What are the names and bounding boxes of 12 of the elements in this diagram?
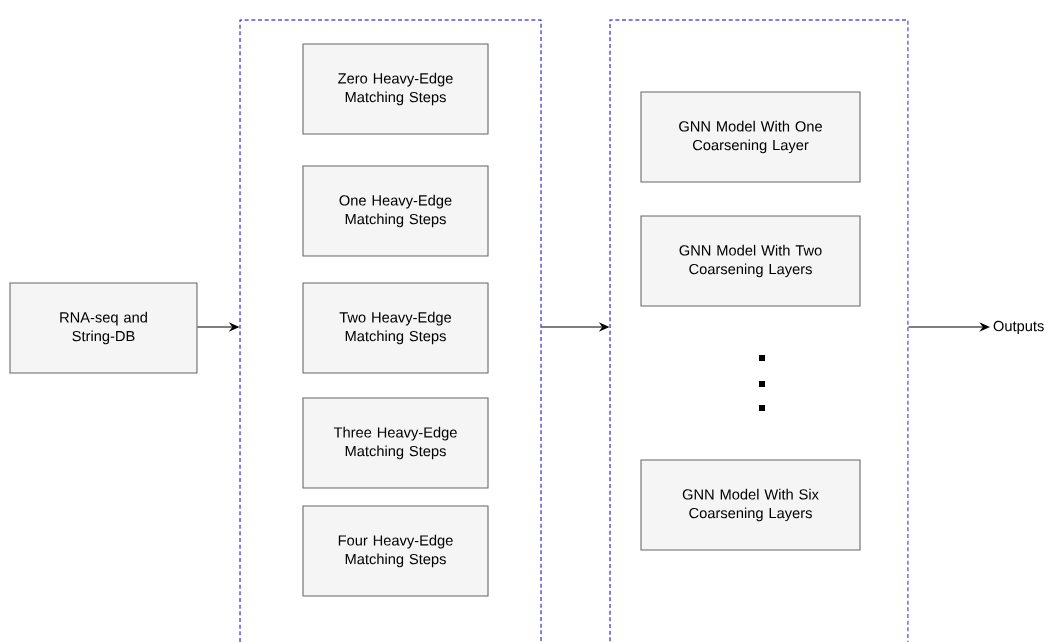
output-label: Outputs — [993, 320, 1044, 335]
process-box: GNN Model With Two Coarsening Layers — [640, 215, 861, 307]
dashed-group-frame — [609, 19, 909, 642]
process-box: GNN Model With Six Coarsening Layers — [640, 459, 861, 551]
process-box: One Heavy-Edge Matching Steps — [302, 165, 489, 257]
process-box: Zero Heavy-Edge Matching Steps — [302, 43, 489, 135]
process-box: GNN Model With One Coarsening Layer — [640, 91, 861, 183]
process-box: Three Heavy-Edge Matching Steps — [302, 397, 489, 489]
process-box: Two Heavy-Edge Matching Steps — [302, 282, 489, 374]
process-box: Four Heavy-Edge Matching Steps — [302, 505, 489, 597]
input-box: RNA-seq and String-DB — [9, 282, 198, 374]
dashed-group-frame — [239, 19, 542, 642]
